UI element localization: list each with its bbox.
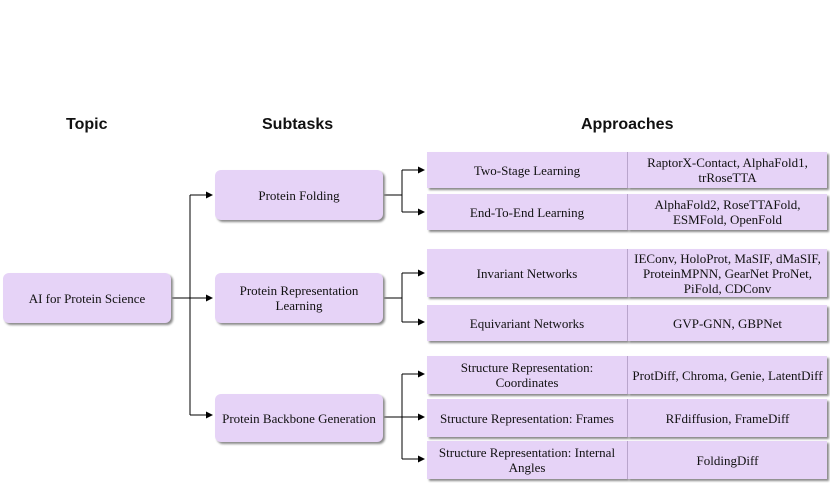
method-structure-coordinates: Structure Representation: Coordinates [427,356,627,394]
method-end-to-end-learning: End-To-End Learning [427,194,627,230]
approaches-invariant: IEConv, HoloProt, MaSIF, dMaSIF, Protein… [627,249,827,297]
subtask-backbone-generation: Protein Backbone Generation [215,394,383,442]
root-topic-box: AI for Protein Science [3,273,171,323]
approaches-end-to-end: AlphaFold2, RoseTTAFold, ESMFold, OpenFo… [627,194,827,230]
approaches-two-stage: RaptorX-Contact, AlphaFold1, trRoseTTA [627,152,827,188]
method-structure-frames: Structure Representation: Frames [427,399,627,437]
approaches-equivariant: GVP-GNN, GBPNet [627,305,827,341]
method-equivariant-networks: Equivariant Networks [427,305,627,341]
approaches-frames: RFdiffusion, FrameDiff [627,399,827,437]
approaches-header: Approaches [581,116,674,133]
subtask-protein-folding: Protein Folding [215,170,383,220]
method-invariant-networks: Invariant Networks [427,249,627,297]
subtasks-header: Subtasks [262,116,334,133]
method-two-stage-learning: Two-Stage Learning [427,152,627,188]
method-structure-internal-angles: Structure Representation: Internal Angle… [427,441,627,479]
topic-header: Topic [66,116,108,133]
subtask-representation-learning: Protein Representation Learning [215,273,383,323]
approaches-internal-angles: FoldingDiff [627,441,827,479]
approaches-coordinates: ProtDiff, Chroma, Genie, LatentDiff [627,356,827,394]
